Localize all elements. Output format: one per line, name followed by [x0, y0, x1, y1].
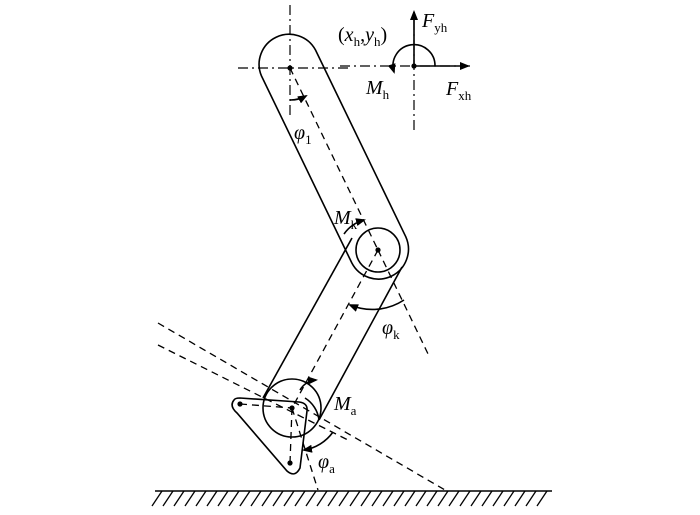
heel-point: [287, 460, 293, 466]
ground-hatch-line: [481, 490, 493, 507]
ground-hatch-line: [514, 490, 526, 507]
ground-hatch-line: [415, 490, 427, 507]
ground-hatch-line: [470, 490, 482, 507]
mk-label: Mk: [333, 207, 358, 232]
phi1-angle-arc: [289, 95, 308, 104]
shank-right-edge: [318, 266, 403, 421]
ground-hatch-line: [294, 490, 306, 507]
phia-angle-arc: [302, 431, 334, 453]
ground-hatching: [151, 490, 548, 507]
ground-hatch-line: [404, 490, 416, 507]
ground-hatch-line: [360, 490, 372, 507]
ma-label: Ma: [333, 393, 357, 418]
hip-force-frame: [340, 10, 470, 130]
phia-label: φa: [318, 451, 335, 476]
ground-hatch-line: [283, 490, 295, 507]
ground-hatch-line: [250, 490, 262, 507]
ground-hatch-line: [228, 490, 240, 507]
phi1-label: φ1: [294, 122, 312, 147]
hip-coordinate-label: (xh,yh): [338, 24, 387, 49]
ground-hatch-line: [206, 490, 218, 507]
ground-hatch-line: [305, 490, 317, 507]
fxh-label: Fxh: [445, 78, 472, 103]
ground-hatch-line: [437, 490, 449, 507]
ground-hatch-line: [503, 490, 515, 507]
shank-centerline: [291, 249, 379, 409]
mh-moment-arrow: [387, 43, 436, 74]
foot-outline: [231, 397, 308, 475]
mh-label: Mh: [365, 77, 390, 102]
ground-hatch-line: [525, 490, 537, 507]
ground-hatch-line: [316, 490, 328, 507]
ground-hatch-line: [239, 490, 251, 507]
ma-moment-arc: [299, 376, 318, 391]
thigh-link: [258, 33, 410, 280]
ground-hatch-line: [536, 490, 548, 507]
fyh-label: Fyh: [421, 10, 448, 35]
foot-sole-line-2: [157, 344, 349, 441]
ground-hatch-line: [426, 490, 438, 507]
shank-left-edge: [262, 237, 353, 399]
ground-hatch-line: [338, 490, 350, 507]
ground-hatch-line: [371, 490, 383, 507]
foot-ankle-heel-line: [289, 407, 293, 464]
ground: [151, 490, 552, 507]
ground-hatch-line: [173, 490, 185, 507]
knee-joint-circle: [355, 227, 401, 273]
ground-hatch-line: [393, 490, 405, 507]
ground-hatch-line: [459, 490, 471, 507]
ground-hatch-line: [162, 490, 174, 507]
ground-hatch-line: [217, 490, 229, 507]
ground-hatch-line: [382, 490, 394, 507]
thigh-extension-line: [377, 249, 431, 359]
ground-hatch-line: [349, 490, 361, 507]
ground-hatch-line: [261, 490, 273, 507]
ground-hatch-line: [151, 490, 163, 507]
foot-toe-ankle-line: [239, 403, 293, 409]
thigh-outline: [258, 33, 410, 280]
foot-sole-line-1: [157, 322, 446, 491]
ground-hatch-line: [184, 490, 196, 507]
phik-label: φk: [382, 317, 400, 342]
mk-moment-arc: [343, 218, 366, 235]
ground-hatch-line: [448, 490, 460, 507]
ground-hatch-line: [327, 490, 339, 507]
phik-angle-arc: [348, 299, 405, 312]
ground-hatch-line: [272, 490, 284, 507]
ground-hatch-line: [492, 490, 504, 507]
ankle-joint-circle: [262, 378, 322, 438]
ankle-vertical-line: [291, 407, 319, 491]
ground-hatch-line: [195, 490, 207, 507]
